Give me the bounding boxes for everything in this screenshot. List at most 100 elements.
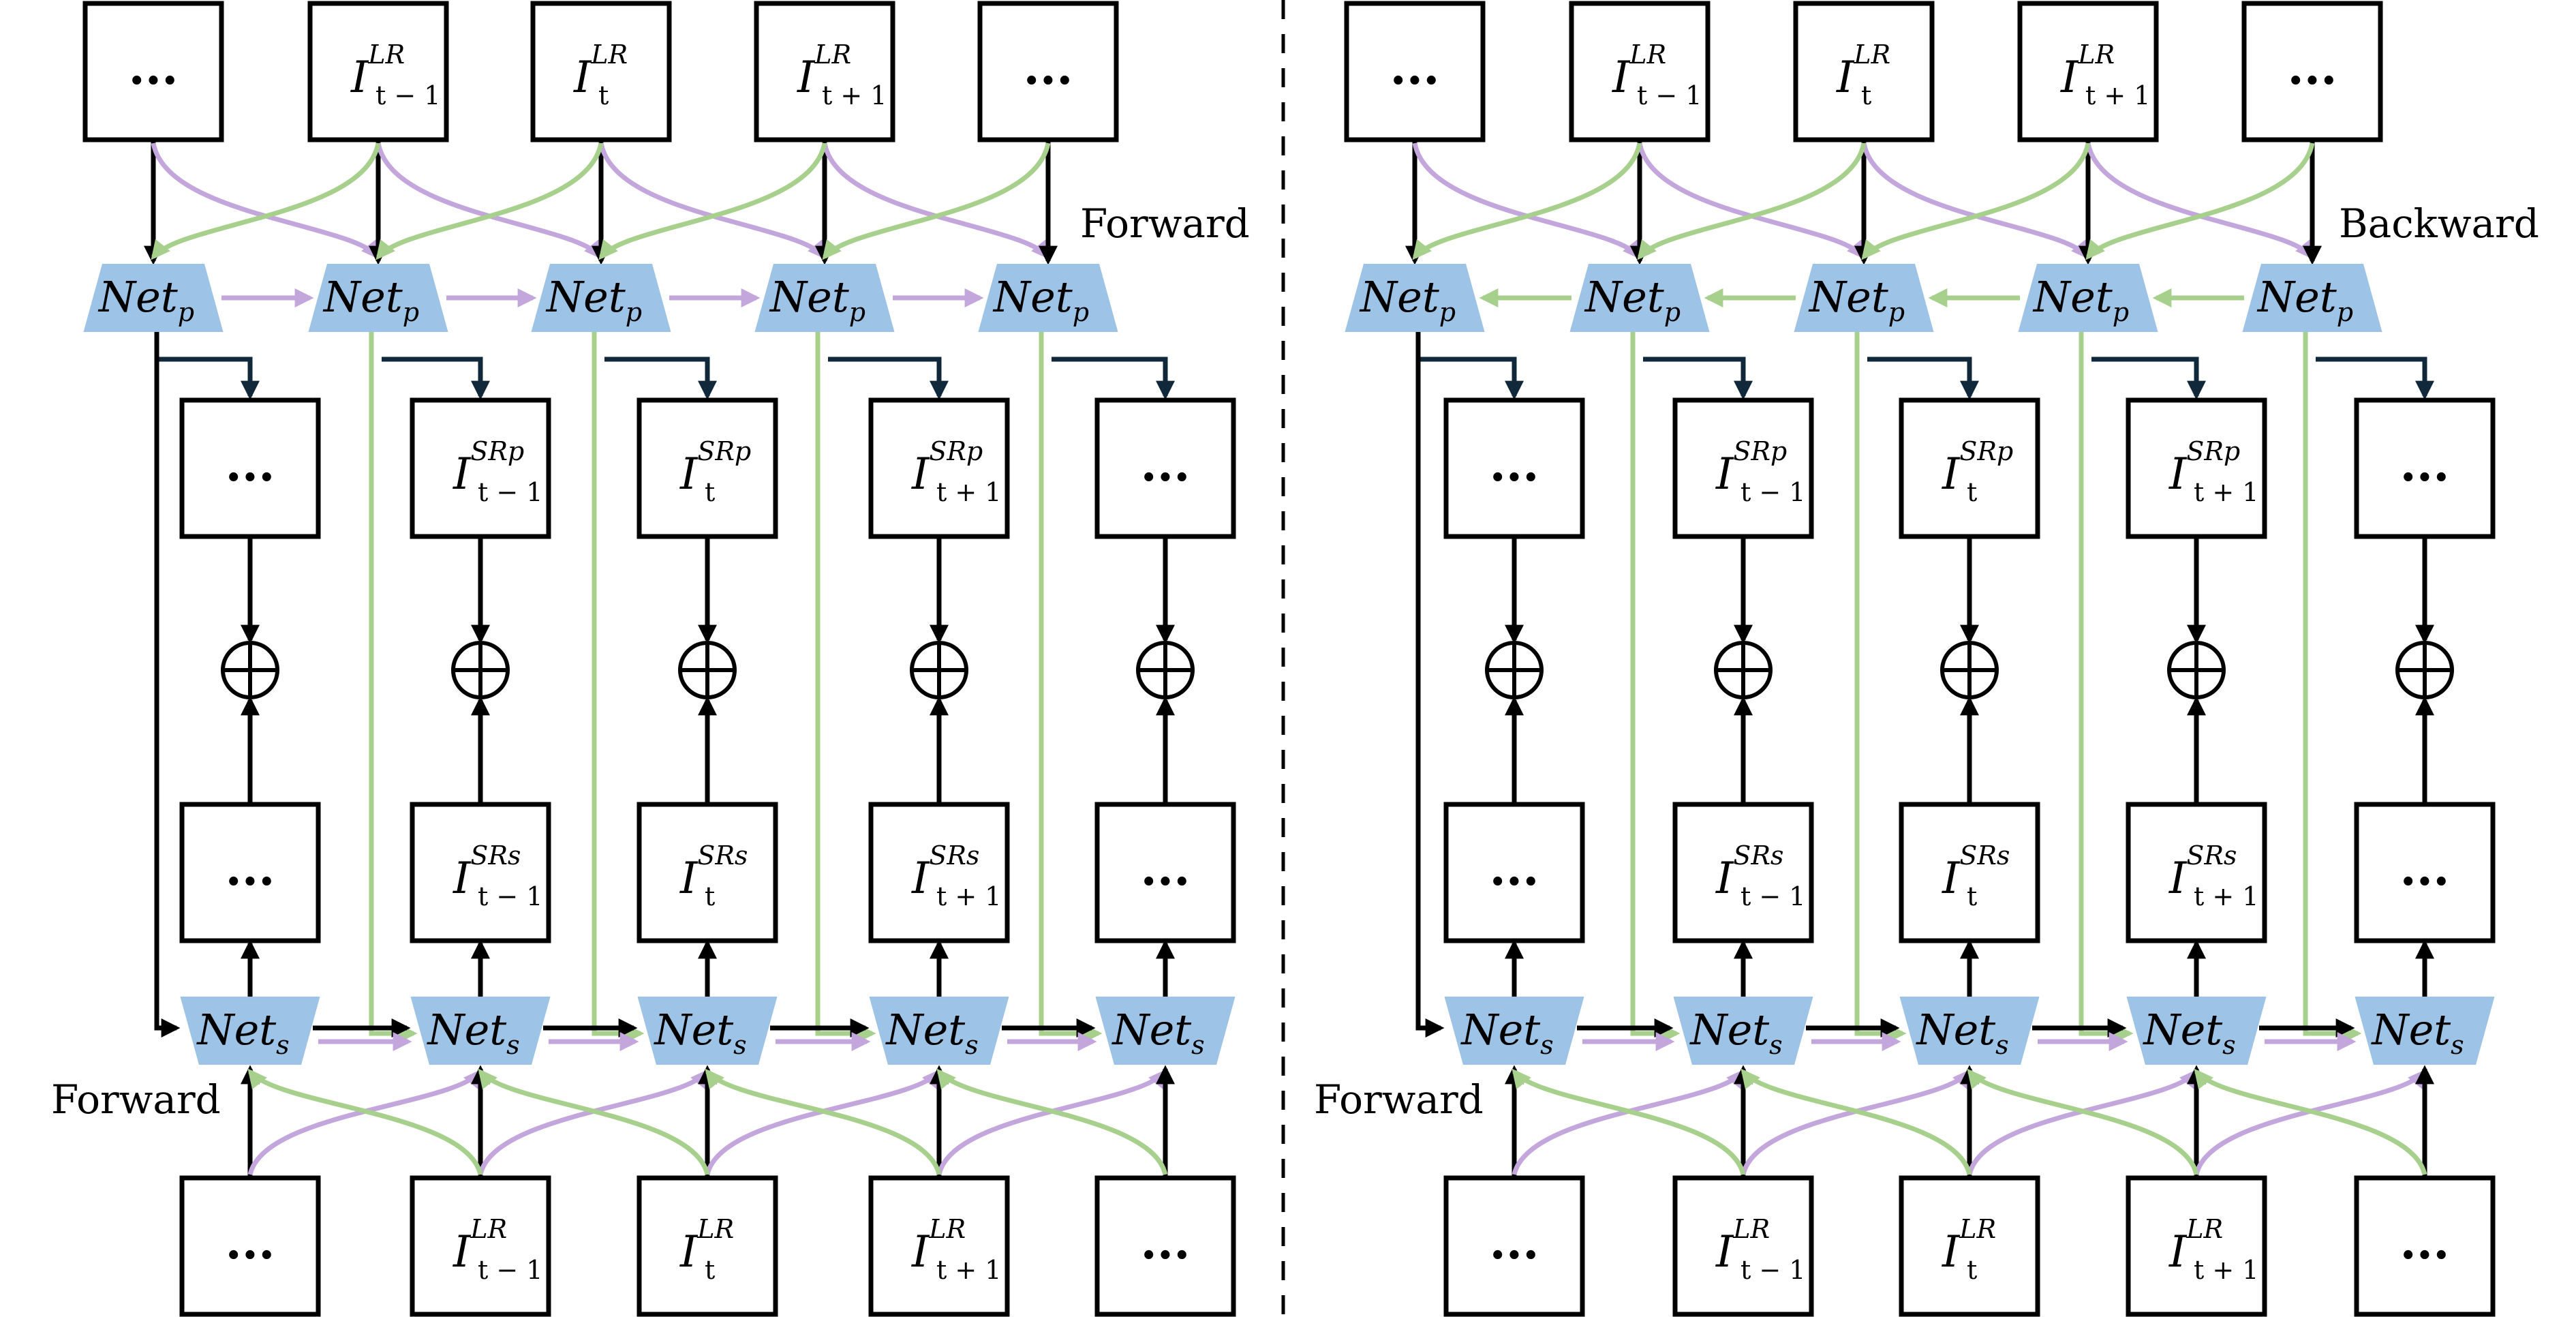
net-s-t-plus-1-base: Net (2142, 1005, 2222, 1055)
net-p-next-next-base: Net (992, 272, 1073, 322)
sr-s-output-t-base: I (1942, 853, 1961, 904)
svg-text:Netp: Netp (1359, 272, 1456, 327)
netp-to-nets-green-arrow (369, 332, 418, 1043)
lr-input-top-prev-prev-frame (1344, 1, 1486, 142)
lr-input-top-t-plus-1-subscript: t + 1 (2085, 80, 2150, 110)
sr-s-output-t-minus-1-subscript: t − 1 (478, 881, 542, 911)
netp-to-srp-arrow (828, 357, 949, 400)
svg-text:Nets: Nets (2142, 1005, 2235, 1060)
net-s-prev-prev-subscript: s (276, 1030, 290, 1060)
net-p-prev-prev-base: Net (1359, 272, 1439, 322)
lr-input-top-t-minus-1-base: I (350, 52, 369, 103)
net-p-next-next-subscript: p (2337, 297, 2353, 327)
net-p-prev-prev: Netp (83, 264, 224, 332)
net-p-t: Netp (1794, 264, 1934, 332)
netp-to-nets-green-arrow (1630, 332, 1681, 1043)
lr-input-bottom-t-minus-1-superscript: LR (470, 1214, 507, 1244)
netp-to-nets-green-arrow (1039, 332, 1103, 1043)
svg-text:Netp: Netp (545, 272, 642, 327)
sr-p-output-prev-prev: ... (1443, 397, 1585, 539)
top-purple-curve (375, 142, 604, 260)
bottom-direction-label: Forward (51, 1076, 221, 1123)
lr-input-top-t-base: I (1836, 52, 1855, 103)
sr-p-output-next-next: ... (1094, 397, 1236, 539)
lr-input-top-prev-prev-label: ... (128, 39, 178, 95)
lr-input-top-next-next-frame (2241, 1, 2383, 142)
svg-text:Nets: Nets (2370, 1005, 2464, 1060)
svg-text:Netp: Netp (322, 272, 419, 327)
net-s-next-next-trapezoid (2355, 997, 2495, 1065)
netp-to-nets-green-arrow (592, 332, 645, 1043)
lr-input-top-t-superscript: LR (590, 40, 628, 70)
oplus-sum-t (678, 641, 737, 699)
net-p-t-minus-1-base: Net (322, 272, 403, 322)
oplus-sum-t (1940, 641, 1999, 699)
svg-text:Netp: Netp (1808, 272, 1905, 327)
oplus-sum-t-minus-1 (451, 641, 510, 699)
sr-p-output-t-plus-1-superscript: SRp (929, 436, 983, 466)
net-s-t-plus-1-subscript: s (965, 1030, 979, 1060)
lr-input-top-prev-prev-ellipsis: ... (1390, 39, 1439, 95)
svg-text:Netp: Netp (2032, 272, 2129, 327)
net-p-t-trapezoid (1794, 264, 1934, 332)
sr-s-output-t-minus-1-superscript: SRs (1733, 841, 1783, 871)
top-direction-label: Forward (1080, 200, 1250, 247)
lr-input-top-t-plus-1-superscript: LR (814, 40, 851, 70)
bottom-green-curve (1512, 1068, 1746, 1175)
sr-s-output-prev-prev-ellipsis: ... (1489, 840, 1539, 896)
oplus-sum-t-plus-1 (910, 641, 968, 699)
net-s-next-next-subscript: s (2451, 1030, 2464, 1060)
net-s-next-next-base: Net (1111, 1005, 1191, 1055)
bottom-purple-curve (478, 1068, 710, 1175)
lr-input-bottom-t-frame (1899, 1175, 2040, 1317)
netp-to-nets-green-arrow (1854, 332, 1907, 1043)
sr-s-output-t-plus-1-base: I (2168, 853, 2188, 904)
bottom-purple-curve (247, 1068, 483, 1175)
sr-p-output-t-minus-1-base: I (1715, 449, 1734, 500)
net-s-t-minus-1-subscript: s (1769, 1030, 1783, 1060)
sr-s-output-next-next-ellipsis: ... (1140, 840, 1190, 896)
lr-input-top-t-frame (1793, 1, 1935, 142)
sr-p-output-next-next-ellipsis: ... (2399, 436, 2449, 492)
bottom-purple-curve (936, 1068, 1168, 1175)
lr-input-bottom-t-plus-1-base: I (911, 1227, 930, 1277)
net-s-t-minus-1: Nets (410, 997, 551, 1065)
lr-input-bottom-prev-prev-frame (179, 1175, 321, 1317)
net-s-t-minus-1-base: Net (426, 1005, 506, 1055)
lr-input-bottom-t-plus-1-superscript: LR (928, 1214, 966, 1244)
bottom-green-curve (1741, 1068, 1972, 1175)
sr-p-output-prev-prev-frame (1443, 397, 1585, 539)
svg-text:Nets: Nets (196, 1005, 289, 1060)
sr-p-output-t-plus-1-subscript: t + 1 (2194, 477, 2258, 507)
lr-input-bottom-t-plus-1-base: I (2168, 1227, 2188, 1277)
netp-to-nets-black-arrow (154, 332, 181, 1038)
lr-input-top-next-next-frame (977, 1, 1119, 142)
top-green-curve (1412, 142, 1642, 260)
net-p-t-minus-1-base: Net (1584, 272, 1664, 322)
net-p-prev-prev-trapezoid (1345, 264, 1485, 332)
lr-input-bottom-prev-prev-label: ... (1489, 1213, 1539, 1270)
lr-input-top-t-plus-1-frame (2017, 1, 2159, 142)
lr-input-bottom-t-minus-1-subscript: t − 1 (478, 1255, 542, 1285)
net-s-prev-prev-base: Net (196, 1005, 276, 1055)
sr-s-output-prev-prev-frame (179, 802, 321, 943)
net-s-next-next: Nets (1095, 997, 1236, 1065)
svg-text:Nets: Nets (885, 1005, 978, 1060)
svg-text:Netp: Netp (2256, 272, 2353, 327)
